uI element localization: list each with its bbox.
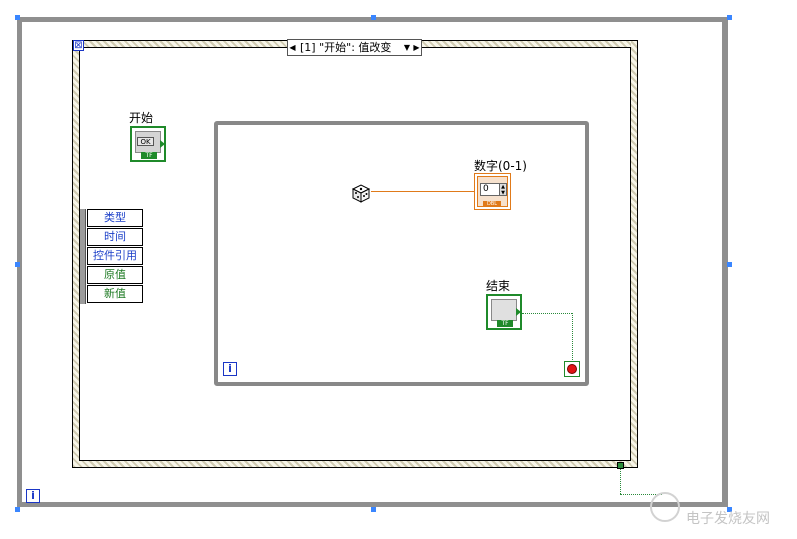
resize-handle-bottom[interactable] bbox=[371, 507, 376, 512]
output-arrow-icon bbox=[160, 140, 165, 148]
stop-if-true-icon bbox=[567, 364, 577, 374]
event-data-item-ctlref[interactable]: 控件引用 bbox=[87, 247, 143, 265]
numeric-wire[interactable] bbox=[371, 191, 474, 192]
event-structure-diagram bbox=[79, 47, 631, 461]
event-structure-border-bottom bbox=[73, 461, 637, 467]
start-button-label[interactable]: 开始 bbox=[129, 111, 154, 125]
numeric-value: 0 bbox=[480, 183, 500, 196]
numeric-spinner-icon: ▲▼ bbox=[499, 183, 507, 196]
inner-iteration-terminal[interactable]: i bbox=[223, 362, 237, 376]
boolean-tunnel[interactable] bbox=[617, 462, 624, 469]
outer-iteration-terminal[interactable]: i bbox=[26, 489, 40, 503]
type-tag: TF bbox=[141, 152, 157, 159]
event-case-selector[interactable]: ◀ [1] "开始": 值改变 ▼ ▶ bbox=[287, 39, 422, 56]
next-case-arrow-icon[interactable]: ▶ bbox=[413, 43, 420, 52]
resize-handle-tr[interactable] bbox=[727, 15, 732, 20]
output-arrow-icon bbox=[516, 308, 521, 316]
event-data-item-newval[interactable]: 新值 bbox=[87, 285, 143, 303]
numeric-indicator-terminal[interactable]: 0 ▲▼ DBL bbox=[474, 173, 511, 210]
resize-handle-right[interactable] bbox=[727, 262, 732, 267]
resize-handle-bl[interactable] bbox=[15, 507, 20, 512]
event-structure-border-right bbox=[631, 41, 637, 467]
resize-handle-br[interactable] bbox=[727, 507, 732, 512]
outer-boolean-wire-h[interactable] bbox=[620, 494, 662, 495]
event-data-item-type[interactable]: 类型 bbox=[87, 209, 143, 227]
event-data-item-oldval[interactable]: 原值 bbox=[87, 266, 143, 284]
watermark: 电子发烧友网 bbox=[650, 487, 790, 527]
inner-while-loop[interactable] bbox=[214, 121, 589, 386]
event-data-node-handle[interactable] bbox=[80, 209, 86, 304]
timeout-terminal-icon[interactable]: ⊠ bbox=[73, 40, 84, 51]
ok-button-icon: OK bbox=[137, 137, 154, 146]
numeric-indicator-label[interactable]: 数字(0-1) bbox=[474, 159, 527, 173]
resize-handle-left[interactable] bbox=[15, 262, 20, 267]
type-tag: DBL bbox=[483, 201, 501, 207]
case-dropdown-icon[interactable]: ▼ bbox=[403, 43, 411, 52]
prev-case-arrow-icon[interactable]: ◀ bbox=[289, 43, 296, 52]
start-button-terminal[interactable]: OK TF bbox=[130, 126, 166, 162]
event-data-node[interactable]: 类型 时间 控件引用 原值 新值 bbox=[80, 209, 144, 304]
watermark-text: 电子发烧友网 bbox=[686, 511, 770, 527]
outer-boolean-wire-v[interactable] bbox=[620, 469, 621, 494]
boolean-wire-horizontal[interactable] bbox=[522, 313, 572, 314]
event-data-item-time[interactable]: 时间 bbox=[87, 228, 143, 246]
stop-button-label[interactable]: 结束 bbox=[486, 279, 511, 293]
resize-handle-top[interactable] bbox=[371, 15, 376, 20]
random-number-dice-icon[interactable] bbox=[350, 182, 372, 204]
event-structure-border-left bbox=[73, 41, 79, 467]
loop-condition-terminal[interactable] bbox=[564, 361, 580, 377]
resize-handle-tl[interactable] bbox=[15, 15, 20, 20]
button-face bbox=[491, 299, 517, 321]
boolean-wire-vertical[interactable] bbox=[572, 313, 573, 362]
type-tag: TF bbox=[497, 320, 513, 327]
watermark-logo-icon bbox=[650, 492, 680, 522]
event-case-label: [1] "开始": 值改变 bbox=[300, 41, 392, 54]
stop-button-terminal[interactable]: TF bbox=[486, 294, 522, 330]
